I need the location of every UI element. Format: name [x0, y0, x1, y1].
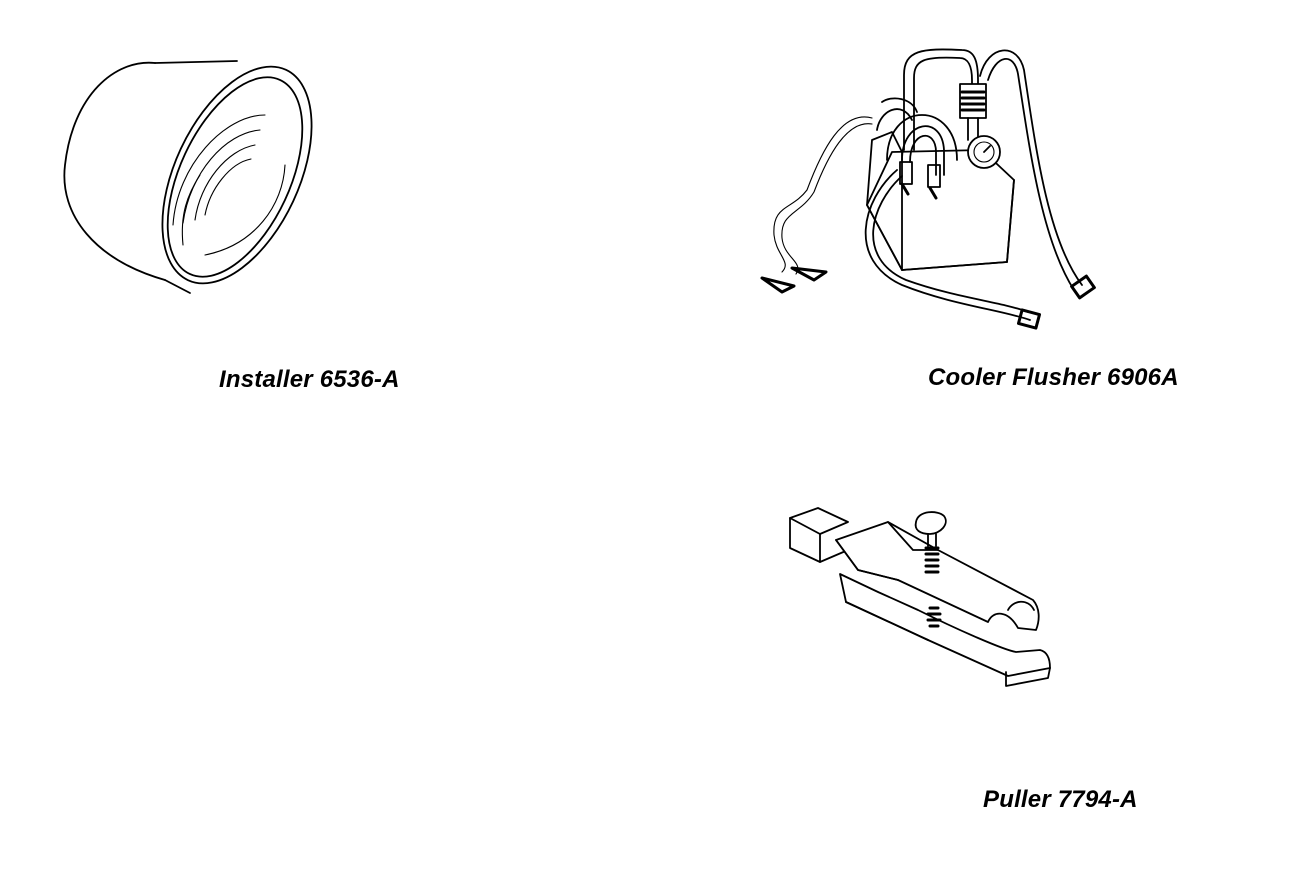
puller-caption: Puller 7794-A	[983, 786, 1138, 813]
puller-clamp-icon	[789, 507, 1051, 687]
installer-tool	[55, 55, 315, 315]
installer-ring-icon	[63, 60, 313, 294]
installer-caption: Installer 6536-A	[219, 366, 400, 393]
cooler-flusher-icon	[760, 48, 1096, 330]
cooler-flusher-tool	[752, 40, 1112, 340]
puller-tool	[778, 500, 1058, 700]
cooler-flusher-caption: Cooler Flusher 6906A	[928, 364, 1179, 391]
